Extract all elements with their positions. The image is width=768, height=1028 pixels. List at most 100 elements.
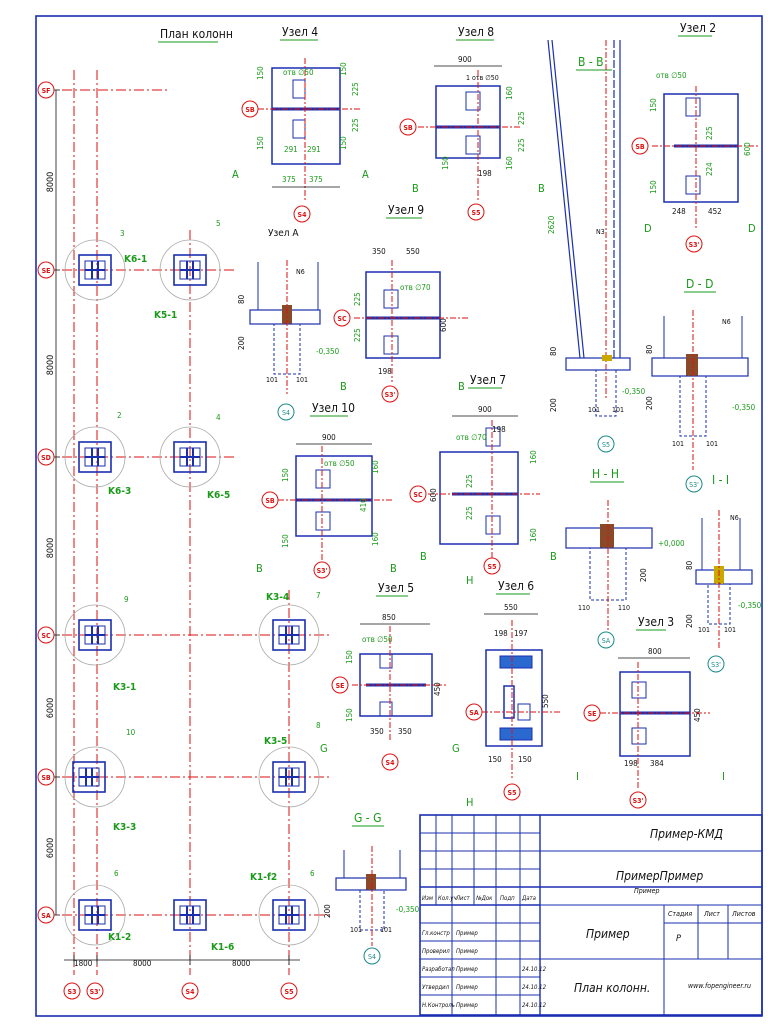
section-h-h: H - H 200 110 110 +0,000 SA — [565, 467, 685, 649]
plan-title: План колонн — [160, 27, 233, 41]
axis-s3-label: S3 — [68, 988, 77, 996]
nodes-n10-axis_bottom-text: S3' — [317, 567, 328, 575]
axis-sb-label: SB — [41, 774, 51, 782]
nodes-n10-hole-text: отв ∅50 — [324, 459, 355, 468]
tb-sheet-label: Лист — [703, 910, 720, 918]
node-10-title: Узел 10 — [312, 401, 355, 415]
nodes-n7-dims-4-text: 225 — [465, 506, 474, 520]
dim-left-3: 8000 — [46, 538, 56, 559]
sections-gg-dims-1-text: 101 — [350, 926, 362, 934]
nodes-n7-dims-6-text: 600 — [429, 488, 438, 502]
nodes-n6-dims-4-text: 150 — [488, 755, 502, 764]
sections-aa-dims-1-text: 200 — [685, 614, 694, 628]
node-6: Узел 6 550 198 197 550 150 150 SA S5 H H — [465, 574, 560, 809]
nodes-n2-dims-4-text: 600 — [743, 142, 752, 156]
nodes-n3-axis_left-text: SE — [588, 710, 597, 718]
column-plan: План колонн 8000 8000 — [37, 27, 330, 1000]
sections-bb-dims-3-text: 101 — [588, 406, 600, 414]
sections-bb-mark-text: N3 — [596, 228, 605, 236]
section-a-a: 80 200 101 101 N6 -0,350 S3' — [685, 510, 762, 673]
callout-2: 2 — [117, 411, 122, 420]
nodes-n4-dims-5-text: 150 — [339, 136, 348, 150]
sections-bb-dims-1-text: 80 — [549, 346, 558, 356]
nodes-n5-hole-text: отв ∅50 — [362, 635, 393, 644]
node-7: Узел 7 900 отв ∅70 198 160 225 225 160 6… — [409, 373, 557, 575]
nodes-n5-axis_bottom-text: S4 — [386, 759, 396, 767]
sections-gg-level-text: -0,350 — [396, 905, 420, 914]
nodes-n2-cut-text: D — [748, 222, 756, 235]
col-label-k5-1: K5-1 — [154, 310, 177, 321]
nodes-n10-cut-text: B — [256, 562, 263, 575]
node-9-title: Узел 9 — [388, 203, 424, 217]
sections-dd-dims-0-text: 80 — [645, 344, 654, 354]
nodes-n9-cut-text: B — [458, 380, 465, 393]
nodes-n9-axis_bottom-text: S3' — [385, 391, 396, 399]
nodes-n5-dims-3-text: 150 — [345, 708, 354, 722]
nodes-na-dims-3-text: 101 — [296, 376, 308, 384]
nodes-n3-dims-0-text: 800 — [648, 647, 662, 656]
title_block-signers-0-role-text: Гл.констр — [422, 930, 450, 937]
dim-left-4: 6000 — [46, 698, 56, 719]
section-ii-title: I - I — [712, 473, 729, 487]
nodes-n8-cut-text: B — [412, 182, 419, 195]
section-hh-title: H - H — [592, 467, 619, 481]
nodes-n9-hole-text: отв ∅70 — [400, 283, 431, 292]
nodes-n7-dims-3-text: 225 — [465, 474, 474, 488]
nodes-n2-hole-text: отв ∅50 — [656, 71, 687, 80]
nodes-n5-dims-0-text: 850 — [382, 613, 396, 622]
nodes-n6-axis_bottom-text: S5 — [508, 789, 517, 797]
nodes-n6-cut-text: H — [466, 574, 473, 587]
callout-4: 4 — [216, 413, 221, 422]
nodes-n6-cut-text: H — [466, 796, 473, 809]
nodes-na-level-text: -0,350 — [316, 347, 340, 356]
nodes-n8-dims-0-text: 900 — [458, 55, 472, 64]
title_block-col_headers-4-text: Подп — [500, 895, 515, 902]
nodes-n8-dims-3-text: 225 — [517, 138, 526, 152]
title_block-signers-3-date-text: 24.10.12 — [522, 984, 547, 991]
title_block-signers-4-name-text: Пример — [456, 1002, 478, 1009]
title_block-signers-1-name-text: Пример — [456, 948, 478, 955]
node-4-title: Узел 4 — [282, 25, 318, 39]
title-block — [419, 814, 763, 1016]
tb-stage-label: Стадия — [668, 910, 692, 918]
section-d-d: D - D 80 200 101 101 N6 -0,350 S3' I - I — [645, 277, 756, 493]
nodes-n4-dims-8-text: 375 — [282, 175, 296, 184]
tb-website: www.fopengineer.ru — [688, 982, 751, 990]
nodes-n2-dims-5-text: 248 — [672, 207, 686, 216]
sections-hh-dims-2-text: 110 — [618, 604, 630, 612]
nodes-n9-dims-4-text: 600 — [439, 318, 448, 332]
sections-bb-axis-text: S5 — [602, 441, 610, 449]
callout-3: 3 — [120, 229, 125, 238]
title_block-signers-4-role-text: Н.Контроль — [422, 1002, 455, 1009]
nodes-n4-cut-text: A — [362, 168, 369, 181]
dim-bottom-3: 8000 — [232, 959, 251, 968]
nodes-n7-dims-0-text: 900 — [478, 405, 492, 414]
col-label-k1-6: K1-6 — [211, 942, 234, 953]
node-3: Узел 3 800 450 198 384 SE S3' I I — [576, 615, 725, 809]
tb-code: Пример-КМД — [650, 827, 723, 841]
sections-bb-dims-4-text: 101 — [612, 406, 624, 414]
axis-s5-label: S5 — [285, 988, 294, 996]
node-a-title: Узел A — [268, 228, 299, 239]
title_block-col_headers-1-text: Кол.уч — [438, 895, 457, 902]
nodes-n2-dims-0-text: 150 — [649, 98, 658, 112]
dim-left-5: 6000 — [46, 838, 56, 859]
dim-left-2: 8000 — [46, 355, 56, 376]
axis-s4-label: S4 — [186, 988, 196, 996]
nodes-na-dims-2-text: 101 — [266, 376, 278, 384]
nodes-n10-dims-1-text: 160 — [371, 460, 380, 474]
node-4: Узел 4 отв ∅50 150 150 225 225 150 150 2… — [232, 25, 369, 223]
dim-bottom-2: 8000 — [133, 959, 152, 968]
dim-left-1: 8000 — [46, 172, 56, 193]
node-10: Узел 10 900 отв ∅50 160 150 160 410 150 … — [256, 401, 397, 579]
callout-6b: 6 — [310, 869, 315, 878]
nodes-n9-dims-1-text: 550 — [406, 247, 420, 256]
nodes-n7-axis_bottom-text: S5 — [488, 563, 497, 571]
nodes-n10-dims-2-text: 150 — [281, 468, 290, 482]
nodes-n10-dims-3-text: 160 — [371, 532, 380, 546]
callout-5: 5 — [216, 219, 221, 228]
title_block-signers-2-date-text: 24.10.12 — [522, 966, 547, 973]
nodes-n10-axis_left-text: SB — [265, 497, 275, 505]
nodes-n6-dims-2-text: 197 — [514, 629, 528, 638]
